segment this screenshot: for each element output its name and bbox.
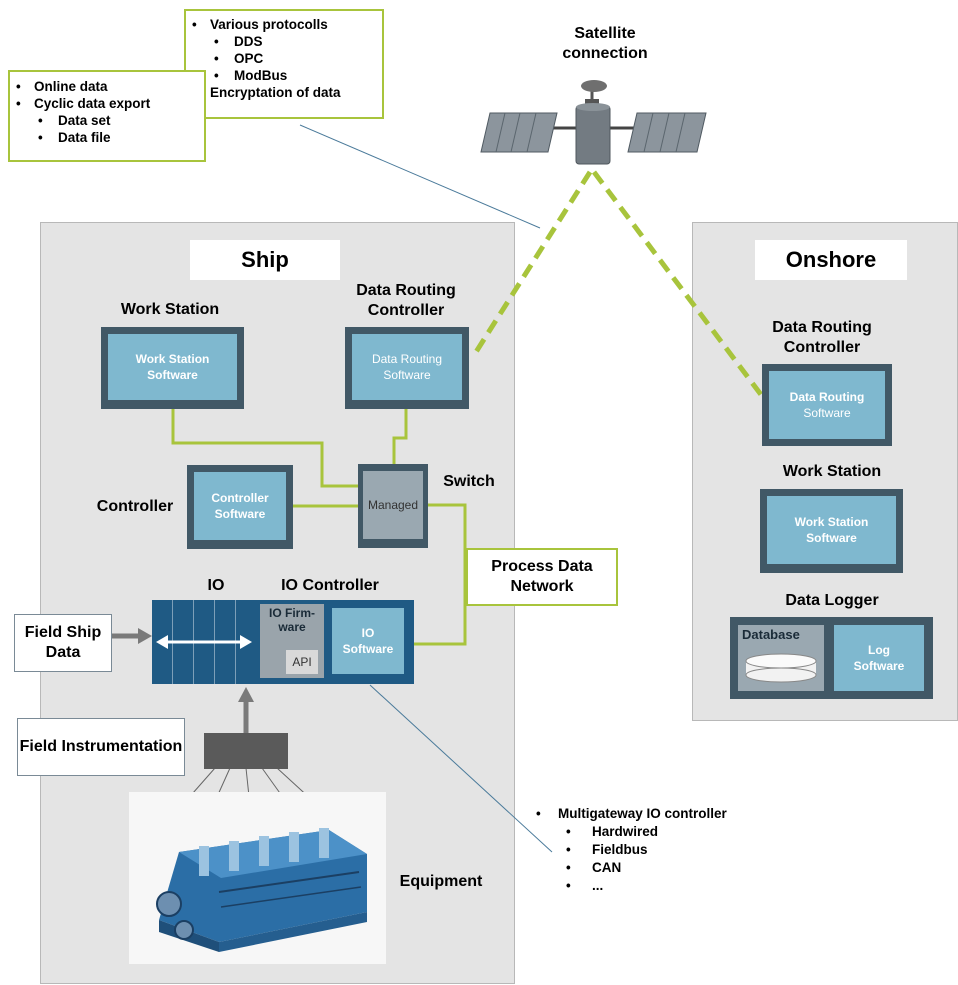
onshore-work-station-label: Work Station bbox=[782, 463, 882, 480]
ship-data-routing-label: Data Routing Controller bbox=[356, 282, 456, 319]
onshore-data-routing-line2: Software bbox=[803, 406, 851, 420]
io-double-arrow-icon bbox=[156, 635, 252, 649]
io-firmware-label: IO Firm-ware bbox=[268, 606, 315, 634]
data-set-item: Data set bbox=[16, 112, 198, 129]
ship-data-routing-monitor: Data Routing Software bbox=[345, 327, 469, 409]
io-firmware-panel: IO Firm-ware API bbox=[260, 604, 324, 678]
switch-device: Managed bbox=[358, 464, 428, 548]
field-ship-data-label: Field Ship Data bbox=[24, 624, 102, 661]
protocols-heading: Various protocolls bbox=[192, 16, 376, 33]
io-controller-label: IO Controller bbox=[281, 577, 379, 594]
field-instrumentation: Field Instrumentation bbox=[17, 718, 185, 776]
onshore-data-routing-line1: Data Routing bbox=[789, 390, 865, 404]
ship-work-station-software: Work Station Software bbox=[108, 334, 237, 400]
io-software: IO Software bbox=[332, 608, 404, 674]
api-box: API bbox=[286, 650, 318, 674]
multigateway-more: ... bbox=[530, 877, 830, 895]
protocol-opc: OPC bbox=[192, 50, 376, 67]
process-data-network: Process Data Network bbox=[466, 548, 618, 606]
database-label: Database bbox=[742, 627, 800, 642]
process-data-network-label: Process Data Network bbox=[491, 558, 593, 595]
encryption-note: Encryptation of data bbox=[210, 85, 341, 100]
field-ship-data: Field Ship Data bbox=[14, 614, 112, 672]
protocol-modbus: ModBus bbox=[192, 67, 376, 84]
data-file-item: Data file bbox=[16, 129, 198, 146]
instrumentation-hub bbox=[204, 733, 288, 769]
switch-managed: Managed bbox=[363, 471, 423, 539]
database-panel: Database bbox=[738, 625, 824, 691]
protocol-dds: DDS bbox=[192, 33, 376, 50]
multigateway-heading: Multigateway IO controller bbox=[530, 805, 830, 823]
controller-label: Controller bbox=[96, 498, 174, 515]
equipment-label: Equipment bbox=[399, 873, 483, 890]
database-icon bbox=[745, 653, 817, 683]
multigateway-hardwired: Hardwired bbox=[530, 823, 830, 841]
onshore-data-routing-label: Data Routing Controller bbox=[772, 319, 872, 356]
controller-software: Controller Software bbox=[194, 472, 286, 540]
switch-label: Switch bbox=[443, 473, 495, 490]
online-data-item: Online data bbox=[16, 78, 198, 95]
onshore-data-routing-monitor: Data Routing Software bbox=[762, 364, 892, 446]
ship-work-station-monitor: Work Station Software bbox=[101, 327, 244, 409]
multigateway-fieldbus: Fieldbus bbox=[530, 841, 830, 859]
cyclic-export-item: Cyclic data export bbox=[16, 95, 198, 112]
data-callout: Online data Cyclic data export Data set … bbox=[8, 70, 206, 162]
ship-work-station-label: Work Station bbox=[120, 301, 220, 318]
field-instrumentation-label: Field Instrumentation bbox=[19, 738, 183, 755]
data-logger-device: Database Log Software bbox=[730, 617, 933, 699]
io-controller-block: IO Firm-ware API IO Software bbox=[152, 600, 414, 684]
onshore-work-station-monitor: Work Station Software bbox=[760, 489, 903, 573]
log-software: Log Software bbox=[834, 625, 924, 691]
protocols-callout: Various protocolls DDS OPC ModBus Encryp… bbox=[184, 9, 384, 119]
satellite-label: Satellite connection bbox=[562, 25, 648, 62]
onshore-work-station-software: Work Station Software bbox=[767, 496, 896, 564]
ship-data-routing-software: Data Routing Software bbox=[352, 334, 462, 400]
multigateway-can: CAN bbox=[530, 859, 830, 877]
io-label: IO bbox=[207, 577, 225, 594]
onshore-data-routing-software: Data Routing Software bbox=[769, 371, 885, 439]
controller-monitor: Controller Software bbox=[187, 465, 293, 549]
data-logger-label: Data Logger bbox=[785, 592, 879, 609]
ship-title: Ship bbox=[190, 240, 340, 280]
onshore-title: Onshore bbox=[755, 240, 907, 280]
engine-icon bbox=[156, 828, 367, 952]
multigateway-list: Multigateway IO controller Hardwired Fie… bbox=[530, 805, 830, 895]
equipment-image bbox=[129, 792, 386, 964]
